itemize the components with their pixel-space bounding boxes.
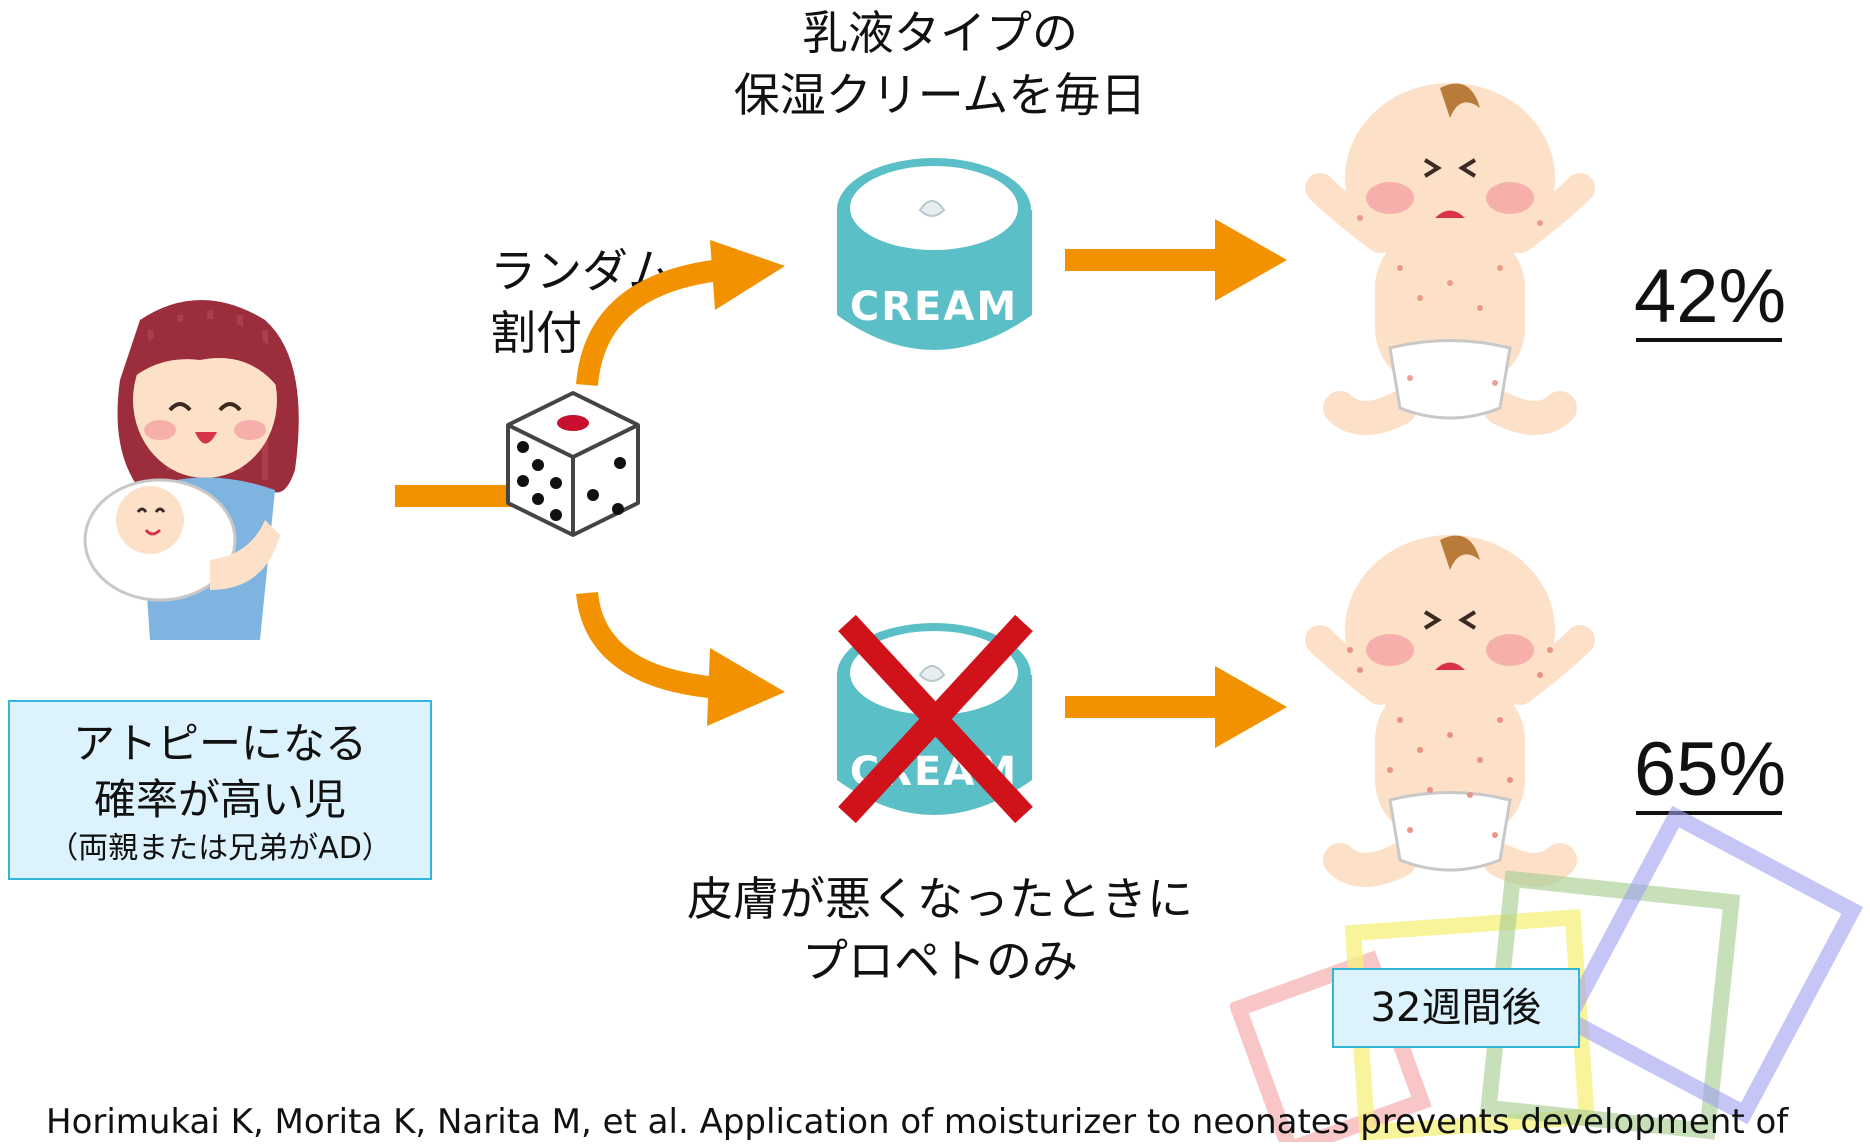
high-risk-line3: （両親または兄弟がAD） bbox=[48, 831, 392, 866]
dice-icon bbox=[506, 391, 640, 537]
baby-with-eczema-bottom-illustration bbox=[1305, 535, 1595, 887]
citation-text: Horimukai K, Morita K, Narita M, et al. … bbox=[46, 1102, 1789, 1142]
control-percent-underline bbox=[1636, 811, 1782, 815]
timepoint-box: 32週間後 bbox=[1332, 968, 1580, 1048]
control-label-line2: プロペトのみ bbox=[802, 934, 1078, 988]
treatment-label-line2: 保湿クリームを毎日 bbox=[733, 68, 1147, 122]
outcome-arrow-top bbox=[1065, 219, 1287, 301]
cream-jar-text: CREAM bbox=[850, 284, 1018, 330]
treatment-label: 乳液タイプの 保湿クリームを毎日 bbox=[690, 2, 1190, 126]
decorative-frames bbox=[1230, 805, 1864, 1142]
treatment-percent-underline bbox=[1636, 338, 1782, 342]
randomize-arrow-up bbox=[576, 240, 785, 387]
outcome-arrow-bottom bbox=[1065, 666, 1287, 748]
control-label: 皮膚が悪くなったときに プロペトのみ bbox=[640, 868, 1240, 992]
control-label-line1: 皮膚が悪くなったときに bbox=[687, 872, 1193, 926]
baby-with-eczema-top-illustration bbox=[1305, 83, 1595, 435]
randomization-label-line2: 割付 bbox=[490, 306, 582, 360]
randomization-label: ランダム 割付 bbox=[490, 240, 674, 364]
high-risk-line2: 確率が高い児 bbox=[93, 775, 346, 824]
mother-holding-baby-illustration bbox=[83, 300, 299, 640]
high-risk-infant-box: アトピーになる 確率が高い児 （両親または兄弟がAD） bbox=[8, 700, 432, 880]
control-percent: 65% bbox=[1633, 727, 1787, 812]
cross-mark-icon bbox=[838, 615, 1033, 824]
treatment-percent: 42% bbox=[1633, 254, 1787, 339]
entry-connector bbox=[395, 485, 535, 507]
randomize-arrow-down bbox=[576, 591, 785, 726]
crossed-cream-jar-icon: CREAM bbox=[837, 615, 1033, 824]
treatment-label-line1: 乳液タイプの bbox=[802, 6, 1078, 60]
cream-jar-icon: CREAM bbox=[837, 158, 1032, 350]
high-risk-line1: アトピーになる bbox=[72, 719, 367, 768]
